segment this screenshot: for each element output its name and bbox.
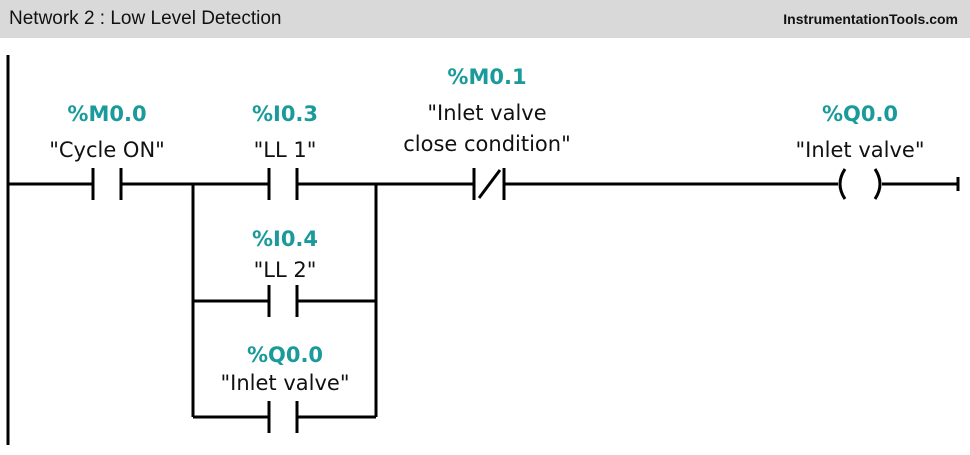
ll1-address: %I0.3 [252, 102, 318, 126]
contact-ll2[interactable] [267, 285, 299, 317]
ll2-address: %I0.4 [252, 227, 318, 251]
coil-inlet-valve[interactable] [838, 168, 882, 200]
contact-inlet-valve-latch[interactable] [267, 401, 299, 433]
cycle-on-tag: "Cycle ON" [49, 138, 165, 162]
network-header: Network 2 : Low Level Detection Instrume… [0, 0, 970, 38]
close-cond-address: %M0.1 [447, 65, 526, 89]
ll1-tag: "LL 1" [254, 138, 317, 162]
coil-address: %Q0.0 [822, 102, 898, 126]
network-title: Network 2 : Low Level Detection [9, 8, 282, 29]
latch-tag: "Inlet valve" [221, 371, 350, 395]
cycle-on-address: %M0.0 [67, 102, 146, 126]
contact-cycle-on[interactable] [91, 168, 123, 200]
latch-address: %Q0.0 [247, 343, 323, 367]
nc-contact-close-condition[interactable] [472, 168, 506, 200]
close-cond-tag-line1: "Inlet valve [427, 101, 546, 125]
ll2-tag: "LL 2" [254, 258, 317, 282]
coil-tag: "Inlet valve" [796, 138, 925, 162]
close-cond-tag-line2: close condition" [403, 132, 571, 156]
brand-label: InstrumentationTools.com [783, 11, 958, 27]
contact-ll1[interactable] [267, 168, 299, 200]
